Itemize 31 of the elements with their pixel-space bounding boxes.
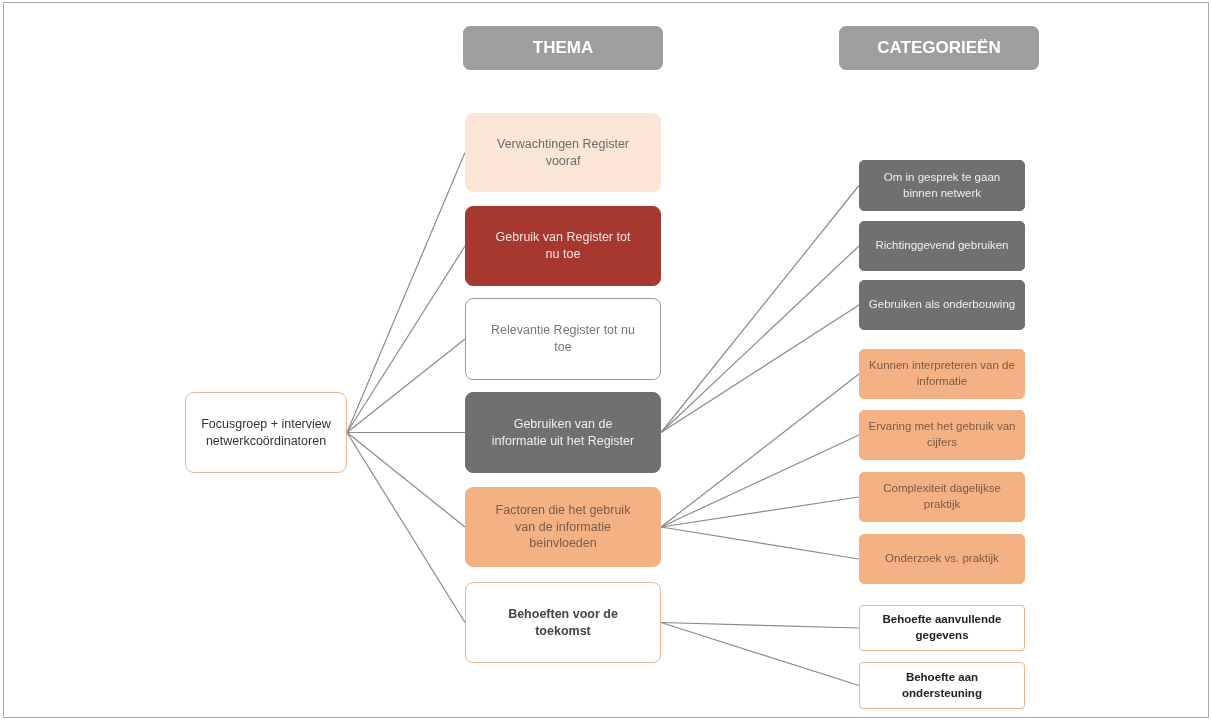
topic-box: Factoren die het gebruik van de informatie beinvloeden [465, 487, 661, 567]
topic-box: Behoefte aanvullende gegevens [859, 605, 1025, 651]
column-header: THEMA [463, 26, 663, 70]
topic-box: Complexiteit dagelijkse praktijk [859, 472, 1025, 522]
connector-line [660, 373, 860, 528]
topic-box: Onderzoek vs. praktijk [859, 534, 1025, 584]
topic-box: Focusgroep + interview netwerkcoördinatoren [185, 392, 347, 473]
topic-box: Behoefte aan ondersteuning [859, 662, 1025, 709]
connector-line [346, 431, 466, 528]
topic-box: Gebruik van Register tot nu toe [465, 206, 661, 286]
connector-line [346, 338, 466, 434]
connector-line [660, 621, 860, 629]
connector-line [660, 304, 860, 434]
connector-line [660, 434, 860, 528]
topic-box: Behoeften voor de toekomst [465, 582, 661, 663]
topic-box: Ervaring met het gebruik van cijfers [859, 410, 1025, 460]
column-header: CATEGORIEËN [839, 26, 1039, 70]
connector-line [346, 431, 466, 624]
topic-box: Gebruiken als onderbouwing [859, 280, 1025, 330]
connector-line [660, 245, 860, 434]
topic-box: Richtinggevend gebruiken [859, 221, 1025, 271]
connector-line [660, 496, 860, 528]
connector-line [346, 431, 466, 434]
topic-box: Relevantie Register tot nu toe [465, 298, 661, 380]
connector-line [660, 621, 860, 687]
connector-line [346, 245, 466, 434]
connector-line [660, 526, 860, 560]
topic-box: Verwachtingen Register vooraf [465, 113, 661, 192]
topic-box: Kunnen interpreteren van de informatie [859, 349, 1025, 399]
topic-box: Gebruiken van de informatie uit het Register [465, 392, 661, 473]
topic-box: Om in gesprek te gaan binnen netwerk [859, 160, 1025, 211]
